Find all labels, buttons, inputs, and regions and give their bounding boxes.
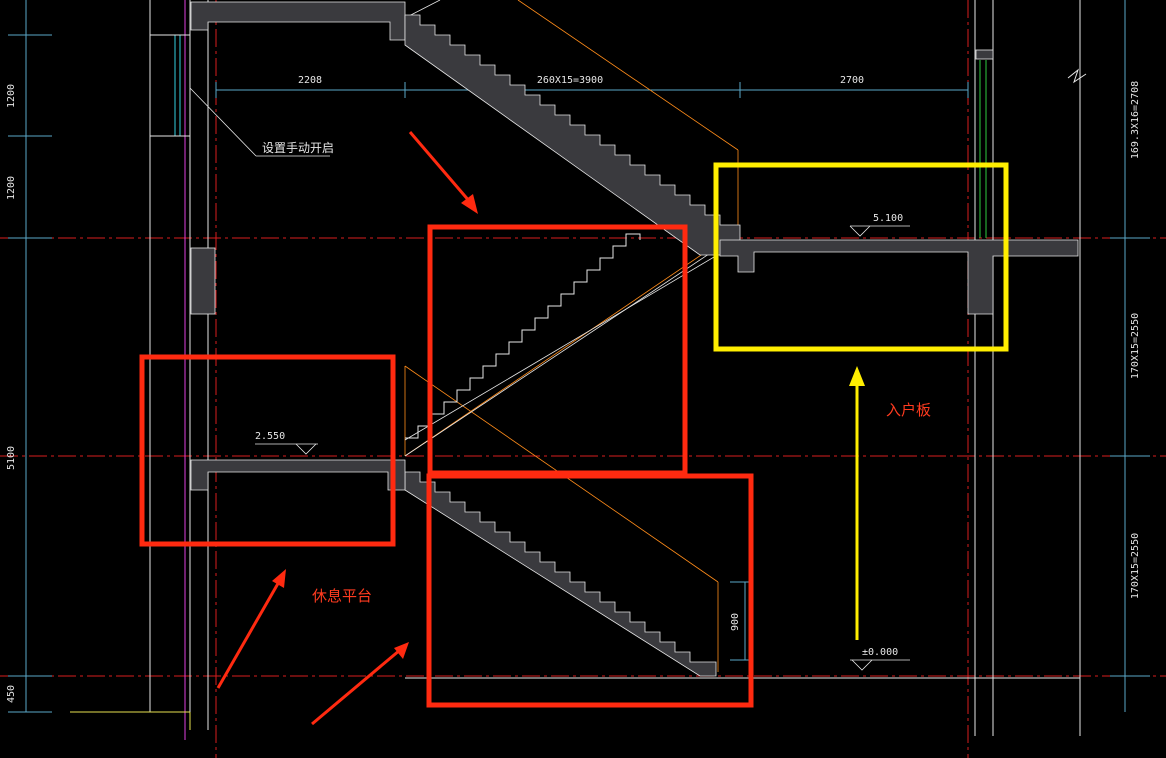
red-box-rest-platform [139,354,396,547]
dim-top-2: 260X15=3900 [537,75,603,86]
top-dimension-line [215,82,969,98]
elevation-marker-5100: 5.100 [849,213,910,237]
red-box-lower [426,473,754,708]
railing-dimension [730,581,752,661]
dim-railing: 900 [730,613,741,631]
middle-stair-flight [405,233,641,439]
note-manual-open: 设置手动开启 [262,141,334,155]
rest-platform-slab [190,459,406,491]
orange-guide-lines [404,0,739,672]
elevation-marker-2550: 2.550 [255,431,318,455]
label-entrance-slab: 入户板 [886,401,931,419]
red-box-upper-middle [427,224,688,476]
right-wall-lines [974,0,1081,736]
left-wall-lines [70,0,209,740]
dim-right-1: 169.3X16=2708 [1130,81,1141,159]
dim-right-2: 170X15=2550 [1130,313,1141,379]
note-leader [189,87,330,157]
red-arrow-rest-1 [216,569,286,689]
label-rest-platform: 休息平台 [312,587,372,605]
lower-stair-flight [404,471,717,677]
upper-stair-flight [404,14,741,256]
dim-left-4: 450 [6,685,17,703]
top-slab [190,1,406,41]
entrance-slab [719,239,1079,315]
dim-top-1: 2208 [298,75,322,86]
elevation-5100: 5.100 [873,213,903,224]
break-symbol [1067,68,1087,84]
elevation-0000: ±0.000 [862,647,898,658]
dim-left-2: 1200 [6,176,17,200]
elevation-marker-0000: ±0.000 [850,647,910,671]
dim-left-3: 5100 [6,446,17,470]
right-dimension-lines [1110,0,1150,712]
elevation-2550: 2.550 [255,431,285,442]
red-arrow-upper [408,131,478,214]
red-arrow-rest-2 [311,642,409,726]
dim-top-3: 2700 [840,75,864,86]
yellow-arrow-entrance [849,366,865,640]
dim-left-1: 1200 [6,84,17,108]
left-column-block [190,247,216,315]
left-dimension-lines [8,0,52,713]
yellow-box-entrance [713,162,1009,352]
dim-right-3: 170X15=2550 [1130,533,1141,599]
right-wall-cap [975,49,994,60]
